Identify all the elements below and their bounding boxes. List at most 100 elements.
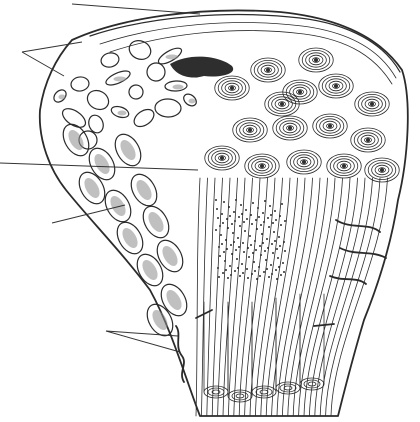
osteon [313, 114, 348, 138]
stipple-dot [247, 277, 249, 279]
stipple-dot [255, 249, 257, 251]
stipple-dot [230, 244, 232, 246]
haversian-canal [248, 128, 252, 132]
stipple-dot [263, 271, 265, 273]
stipple-dot [239, 225, 241, 227]
stipple-dot [245, 209, 247, 211]
stipple-dot [254, 240, 256, 242]
stipple-dot [259, 275, 261, 277]
stipple-dot [222, 222, 224, 224]
stipple-dot [241, 213, 243, 215]
stipple-dot [250, 214, 252, 216]
haversian-canal [366, 138, 370, 142]
cylinder-ring [256, 388, 272, 396]
trabecular-space [100, 51, 121, 69]
leader-line-vessel-a [106, 331, 178, 336]
stipple-dot [256, 278, 258, 280]
stipple-dot [236, 258, 238, 260]
osteon [205, 146, 240, 170]
stipple-dot [238, 246, 240, 248]
trabecular-space [155, 99, 182, 118]
trabecular-shading [118, 111, 127, 116]
stipple-dot [270, 214, 272, 216]
stipple-dot [278, 266, 280, 268]
haversian-canal [298, 90, 302, 94]
stipple-dot [252, 252, 254, 254]
trabecular-space [131, 106, 157, 130]
stipple-dot [217, 217, 219, 219]
cylinder-ring [284, 386, 292, 390]
cylinder-ring [280, 384, 296, 392]
blood-vessel [314, 324, 334, 326]
stipple-dot [248, 256, 250, 258]
haversian-canal [266, 68, 270, 72]
trabecular-shading [173, 85, 184, 90]
stipple-dot [243, 251, 245, 253]
stipple-dot [235, 199, 237, 201]
periosteum-layer [90, 15, 400, 84]
stipple-dot [273, 231, 275, 233]
stipple-dot [276, 278, 278, 280]
haversian-canal [260, 164, 264, 168]
trabecular-shading [189, 99, 196, 104]
lamella-line [201, 178, 207, 416]
marrow-blob [170, 57, 233, 78]
osteon [265, 92, 300, 116]
haversian-canal [380, 168, 384, 172]
stipple-dot [226, 218, 228, 220]
stipple-dot [272, 222, 274, 224]
haversian-canal [314, 58, 318, 62]
stipple-dot [243, 221, 245, 223]
stipple-dot [269, 205, 271, 207]
stipple-dot [216, 208, 218, 210]
stipple-dot [264, 250, 266, 252]
stipple-dot [247, 247, 249, 249]
leader-line-spongy-a [22, 42, 82, 52]
lamella-line [299, 178, 343, 416]
trabecular-space [128, 84, 145, 101]
stipple-dot [244, 230, 246, 232]
trabecular-space [59, 105, 88, 131]
stipple-dot [280, 274, 282, 276]
stipple-dot [257, 207, 259, 209]
osteon [327, 154, 362, 178]
stipple-dot [238, 216, 240, 218]
stipple-dot [270, 264, 272, 266]
lamella-line [266, 178, 297, 416]
cylinder-ring [208, 388, 224, 396]
stipple-dot [284, 220, 286, 222]
osteon [233, 118, 268, 142]
stipple-dot [242, 272, 244, 274]
osteon [287, 150, 322, 174]
stipple-dot [271, 273, 273, 275]
stipple-dot [266, 268, 268, 270]
stipple-dot [278, 236, 280, 238]
stipple-dot [255, 219, 257, 221]
stipple-dot [228, 206, 230, 208]
stipple-dot [225, 269, 227, 271]
stipple-dot [252, 202, 254, 204]
osteon [273, 116, 308, 140]
stipple-dot [231, 253, 233, 255]
stipple-dot [276, 248, 278, 250]
stipple-dot [232, 232, 234, 234]
stipple-dot [233, 241, 235, 243]
stipple-dot [225, 239, 227, 241]
stipple-dot [223, 251, 225, 253]
osteon-rings [205, 48, 400, 182]
stipple-dot [229, 215, 231, 217]
cylinder-ring [260, 390, 268, 394]
stipple-dot [275, 269, 277, 271]
stipple-dot [229, 265, 231, 267]
lamella-line [196, 178, 200, 416]
stipple-dot [259, 245, 261, 247]
stipple-dot [262, 242, 264, 244]
trabecular-space [70, 76, 90, 92]
stipple-dot [284, 250, 286, 252]
osteon [251, 58, 286, 82]
osteon [365, 158, 400, 182]
lamella-line [245, 178, 268, 416]
osteon [355, 92, 390, 116]
stipple-dot [234, 270, 236, 272]
stipple-dot [283, 241, 285, 243]
